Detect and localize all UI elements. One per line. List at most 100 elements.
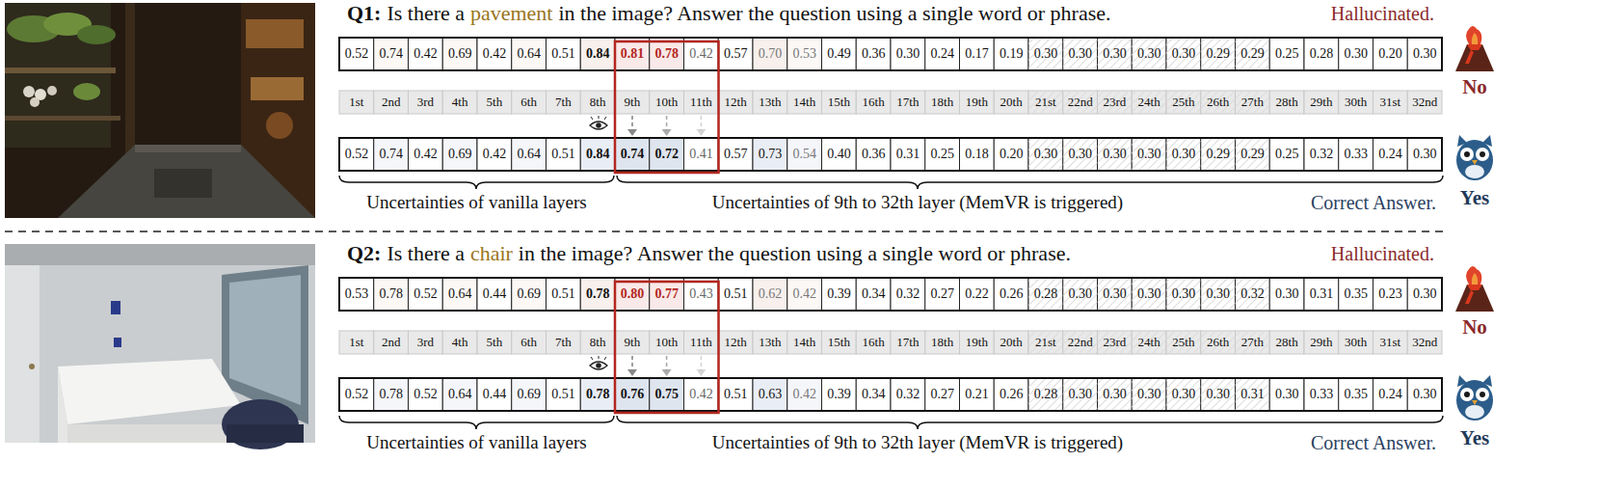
answer-no: No [1450, 315, 1499, 340]
table-cell-bg [373, 377, 409, 411]
table-cell-bg [822, 37, 857, 71]
uncertainty-value: 0.20 [1373, 37, 1409, 71]
table-cell-bg [993, 137, 1029, 171]
uncertainty-value: 0.30 [1407, 137, 1442, 171]
table-cell-bg [855, 330, 891, 354]
table-cell-bg [546, 137, 582, 171]
layer-label: 27th [1235, 330, 1271, 354]
uncertainty-value: 0.20 [993, 137, 1029, 171]
table-cell-bg [718, 277, 753, 311]
table-cell-bg [1373, 377, 1409, 411]
table-cell-bg [442, 330, 478, 354]
uncertainty-value: 0.22 [960, 277, 995, 311]
uncertainty-value: 0.64 [442, 377, 478, 411]
table-cell-bg [1338, 377, 1374, 411]
uncertainty-value: 0.42 [408, 137, 444, 171]
uncertainty-value: 0.36 [855, 137, 891, 171]
range-caption: Uncertainties of vanilla layers [327, 431, 626, 454]
table-cell-bg [1304, 277, 1339, 311]
table-cell-bg [408, 277, 444, 311]
table-cell-bg [1407, 137, 1442, 171]
uncertainty-value: 0.30 [1131, 277, 1167, 311]
uncertainty-value: 0.28 [1304, 37, 1339, 71]
table-cell-bg [787, 37, 823, 71]
uncertainty-value: 0.29 [1235, 137, 1271, 171]
uncertainty-value: 0.30 [1131, 137, 1167, 171]
uncertainty-value: 0.32 [890, 277, 926, 311]
table-cell-bg [1131, 37, 1167, 71]
table-cell-bg [1269, 277, 1305, 311]
table-cell-bg [546, 277, 582, 311]
table-cell-bg [1097, 37, 1133, 71]
layer-label: 19th [960, 90, 995, 114]
table-cell-bg [1304, 90, 1339, 114]
table-cell-bg [1166, 330, 1201, 354]
table-cell-bg [1166, 90, 1201, 114]
layer-label: 23rd [1097, 330, 1133, 354]
table-cell-bg [442, 90, 478, 114]
table-cell-bg [1097, 90, 1133, 114]
uncertainty-value: 0.53 [339, 277, 374, 311]
uncertainty-value: 0.69 [511, 377, 547, 411]
uncertainty-value: 0.75 [649, 377, 685, 411]
table-cell-bg [1063, 377, 1098, 411]
layer-label: 7th [546, 330, 582, 354]
table-cell-bg [752, 37, 788, 71]
table-cell-bg [1235, 37, 1271, 71]
table-cell-bg [752, 377, 788, 411]
table-cell-bg [1373, 137, 1409, 171]
table-cell-bg [546, 37, 582, 71]
status-label: Hallucinated. [1249, 242, 1435, 266]
table-cell-bg [855, 377, 891, 411]
table-cell-bg [1200, 330, 1236, 354]
question-text: in the image? Answer the question using … [558, 0, 1111, 27]
layer-label: 31st [1373, 90, 1409, 114]
uncertainty-value: 0.64 [511, 37, 547, 71]
uncertainty-value: 0.39 [822, 277, 857, 311]
table-cell-bg [1063, 37, 1098, 71]
table-cell-bg [1373, 277, 1409, 311]
table-cell-bg [718, 90, 753, 114]
uncertainty-value: 0.26 [993, 377, 1029, 411]
uncertainty-value: 0.30 [1063, 37, 1098, 71]
table-cell-bg [787, 277, 823, 311]
uncertainty-value: 0.30 [1338, 37, 1374, 71]
table-cell-bg [477, 37, 512, 71]
uncertainty-value: 0.25 [1269, 37, 1305, 71]
table-cell-bg [1407, 37, 1442, 71]
table-cell-bg [684, 330, 720, 354]
layer-label: 16th [855, 330, 891, 354]
table-cell-bg [1097, 137, 1133, 171]
table-cell-bg [649, 90, 685, 114]
layer-label: 17th [890, 330, 926, 354]
layer-label: 3rd [408, 90, 444, 114]
table-cell-bg [1063, 37, 1098, 71]
table-cell-bg [684, 90, 720, 114]
layer-label: 9th [614, 90, 650, 114]
table-cell-bg [1131, 277, 1167, 311]
table-cell-bg [580, 377, 615, 411]
question-text: in the image? Answer the question using … [518, 240, 1071, 267]
uncertainty-value: 0.42 [477, 37, 512, 71]
uncertainty-value: 0.28 [1028, 277, 1064, 311]
table-cell-bg [511, 137, 547, 171]
layer-label: 24th [1131, 330, 1167, 354]
table-cell-bg [1373, 90, 1409, 114]
table-cell-bg [718, 37, 753, 71]
table-cell-bg [752, 37, 788, 71]
layer-label: 3rd [408, 330, 444, 354]
table-cell-bg [1028, 37, 1064, 71]
table-cell-bg [339, 377, 1442, 411]
layer-label: 20th [993, 330, 1029, 354]
table-cell-bg [1200, 137, 1236, 171]
table-cell-bg [1097, 277, 1133, 311]
table-cell-bg [1131, 90, 1167, 114]
table-cell-bg [718, 277, 753, 311]
table-cell-bg [477, 90, 512, 114]
table-cell-bg [1063, 377, 1098, 411]
layer-label: 8th [580, 330, 615, 354]
table-cell-bg [925, 37, 960, 71]
table-cell-bg [1338, 37, 1374, 71]
table-cell-bg [580, 137, 615, 171]
table-cell-bg [580, 137, 615, 171]
